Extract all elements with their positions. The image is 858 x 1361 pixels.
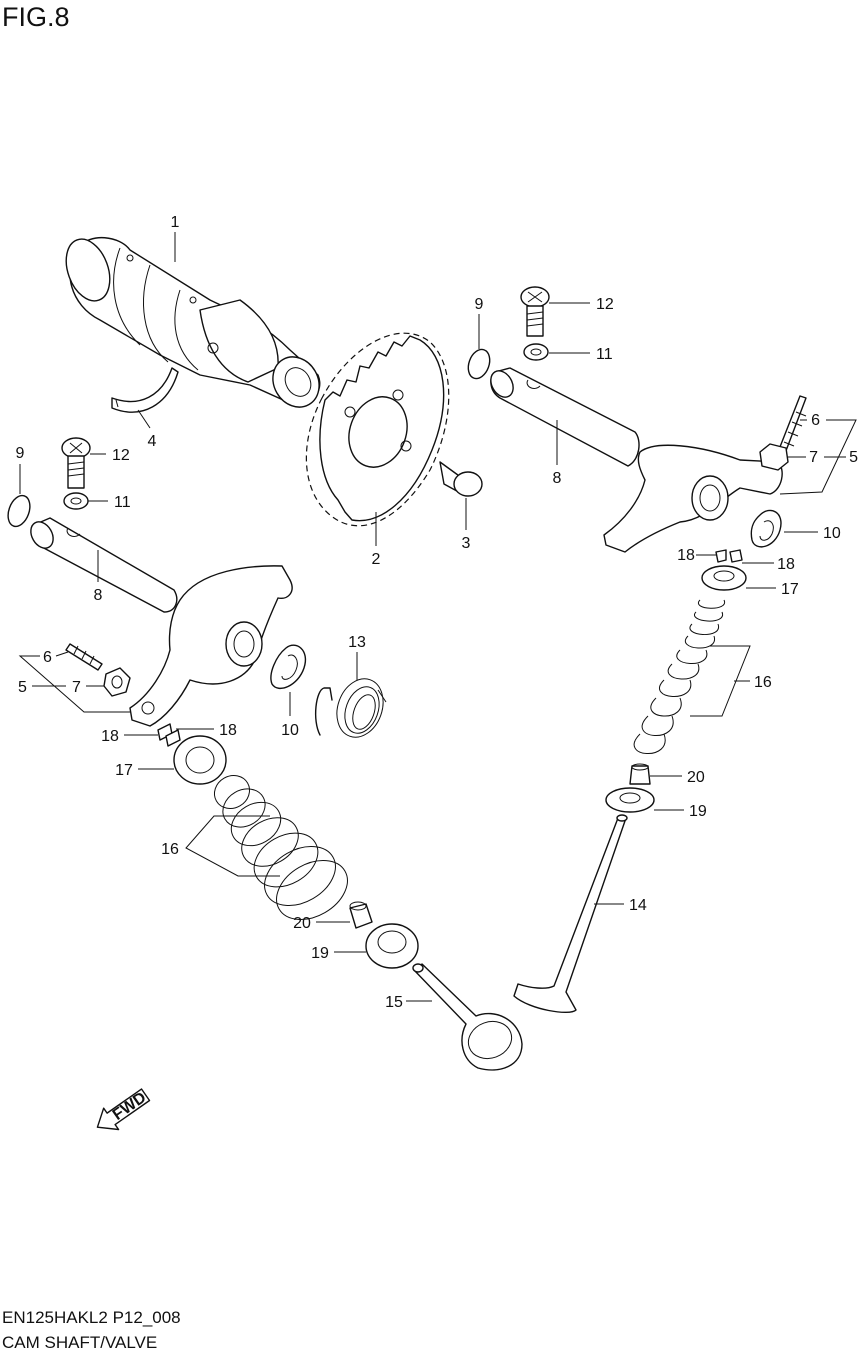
- sprocket-bolt-part[interactable]: [439, 461, 483, 497]
- spring-seat-19-right-part[interactable]: [605, 787, 655, 813]
- intake-valve-15-part[interactable]: [412, 963, 523, 1071]
- valve-seal-20-right-part[interactable]: [629, 763, 651, 785]
- callout-14: 14: [629, 897, 647, 914]
- cotter-18-left-part[interactable]: [157, 723, 181, 747]
- callout-9-left: 9: [16, 445, 25, 462]
- figure-title: FIG.8: [2, 2, 70, 32]
- callout-15: 15: [385, 994, 403, 1011]
- callout-18-right-a: 18: [677, 547, 695, 564]
- callout-19-right: 19: [689, 803, 707, 820]
- callout-3: 3: [462, 535, 471, 552]
- rocker-shaft-right-part[interactable]: [486, 367, 640, 467]
- callout-12-right: 12: [596, 296, 614, 313]
- callout-2: 2: [372, 551, 381, 568]
- callout-18-right-b: 18: [777, 556, 795, 573]
- callout-5-left: 5: [18, 679, 27, 696]
- valve-seal-20-left-part[interactable]: [349, 901, 373, 929]
- callout-7-right: 7: [809, 449, 818, 466]
- callout-9-right: 9: [475, 296, 484, 313]
- callout-7-left: 7: [72, 679, 81, 696]
- callout-20-left: 20: [293, 915, 311, 932]
- callout-8-left: 8: [94, 587, 103, 604]
- bolt-12-right-part[interactable]: [520, 286, 550, 337]
- callout-17-right: 17: [781, 581, 799, 598]
- callout-17-left: 17: [115, 762, 133, 779]
- fwd-arrow-icon: FWD: [96, 1088, 151, 1131]
- callout-11-left: 11: [114, 494, 131, 511]
- washer-11-right-part[interactable]: [523, 343, 549, 361]
- callout-6-right: 6: [811, 412, 820, 429]
- callout-16-left: 16: [161, 841, 179, 858]
- callout-16-right: 16: [754, 674, 772, 691]
- oring-9-right-part[interactable]: [464, 346, 493, 381]
- nut-7-right-part[interactable]: [759, 443, 789, 471]
- retainer-17-right-part[interactable]: [701, 565, 747, 591]
- callout-1: 1: [171, 214, 180, 231]
- callout-10-left: 10: [281, 722, 299, 739]
- callout-10-right: 10: [823, 525, 841, 542]
- callout-4: 4: [148, 433, 157, 450]
- callout-18-left-b: 18: [219, 722, 237, 739]
- model-code: EN125HAKL2 P12_008: [2, 1308, 181, 1327]
- exhaust-valve-14-part[interactable]: [513, 814, 628, 1013]
- adjust-screw-6-left-part[interactable]: [65, 643, 103, 671]
- camshaft-part[interactable]: [58, 233, 328, 415]
- callout-11-right: 11: [596, 346, 613, 363]
- spring-seat-19-left-part[interactable]: [365, 923, 419, 969]
- callout-8-right: 8: [553, 470, 562, 487]
- callout-6-left: 6: [43, 649, 52, 666]
- valve-spring-16-left-part[interactable]: [208, 769, 357, 931]
- nut-7-left-part[interactable]: [103, 667, 131, 697]
- callout-12-left: 12: [112, 447, 130, 464]
- retainer-17-left-part[interactable]: [173, 735, 227, 785]
- diagram-caption: CAM SHAFT/VALVE: [2, 1333, 158, 1352]
- cotter-18-right-part[interactable]: [715, 549, 743, 563]
- cam-plate-part[interactable]: [111, 367, 179, 413]
- callout-20-right: 20: [687, 769, 705, 786]
- callout-13: 13: [348, 634, 366, 651]
- cam-sprocket-part[interactable]: [305, 332, 450, 527]
- valve-spring-16-right-part[interactable]: [633, 599, 725, 754]
- callout-19-left: 19: [311, 945, 329, 962]
- oring-9-left-part[interactable]: [4, 493, 34, 530]
- rocker-arm-left-part[interactable]: [129, 565, 293, 727]
- rocker-arm-right-part[interactable]: [603, 444, 783, 553]
- spring-guide-10-right-part[interactable]: [750, 509, 782, 548]
- bolt-12-left-part[interactable]: [61, 437, 91, 489]
- callout-18-left-a: 18: [101, 728, 119, 745]
- spring-guide-10-left-part[interactable]: [270, 644, 307, 689]
- washer-11-left-part[interactable]: [63, 492, 89, 510]
- rocker-shaft-left-part[interactable]: [26, 517, 178, 613]
- callout-5-right: 5: [849, 449, 858, 466]
- rocker-spring-13-part[interactable]: [314, 672, 391, 743]
